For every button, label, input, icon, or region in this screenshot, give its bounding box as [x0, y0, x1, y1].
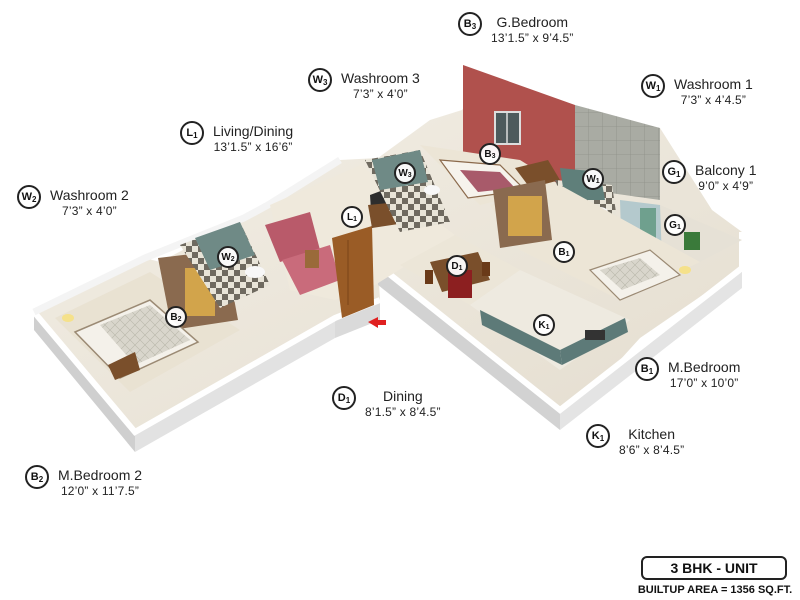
room-dimensions: 7’3” x 4’0” — [352, 87, 408, 101]
unit-type-badge: 3 BHK - UNIT — [641, 556, 787, 580]
room-dimensions: 13’1.5” x 9’4.5” — [491, 31, 574, 45]
room-name: Balcony 1 — [695, 162, 757, 178]
room-name: Dining — [383, 388, 423, 404]
room-name: Kitchen — [628, 426, 675, 442]
room-dimensions: 8’1.5” x 8’4.5” — [365, 405, 441, 419]
room-dimensions: 13’1.5” x 16’6” — [213, 140, 293, 154]
master-bedroom-room — [490, 180, 700, 301]
room-name: M.Bedroom — [668, 359, 741, 375]
entry-arrow — [368, 317, 386, 328]
builtup-area-text: BUILTUP AREA = 1356 SQ.FT. — [637, 584, 793, 596]
exterior-walls — [31, 157, 745, 452]
room-dimensions: 17’0” x 10’0” — [669, 376, 739, 390]
room-dimensions: 9’0” x 4’9” — [698, 179, 754, 193]
room-name: Washroom 3 — [341, 70, 420, 86]
room-name: M.Bedroom 2 — [58, 467, 143, 483]
room-dimensions: 7’3” x 4’4.5” — [680, 93, 747, 107]
room-name: G.Bedroom — [496, 14, 569, 30]
room-dimensions: 7’3” x 4’0” — [61, 204, 117, 218]
room-name: Washroom 2 — [50, 187, 129, 203]
room-name: Living/Dining — [213, 123, 294, 139]
room-name: Washroom 1 — [674, 76, 753, 92]
room-dimensions: 12’0” x 11’7.5” — [60, 484, 140, 498]
room-dimensions: 8’6” x 8’4.5” — [619, 443, 685, 457]
